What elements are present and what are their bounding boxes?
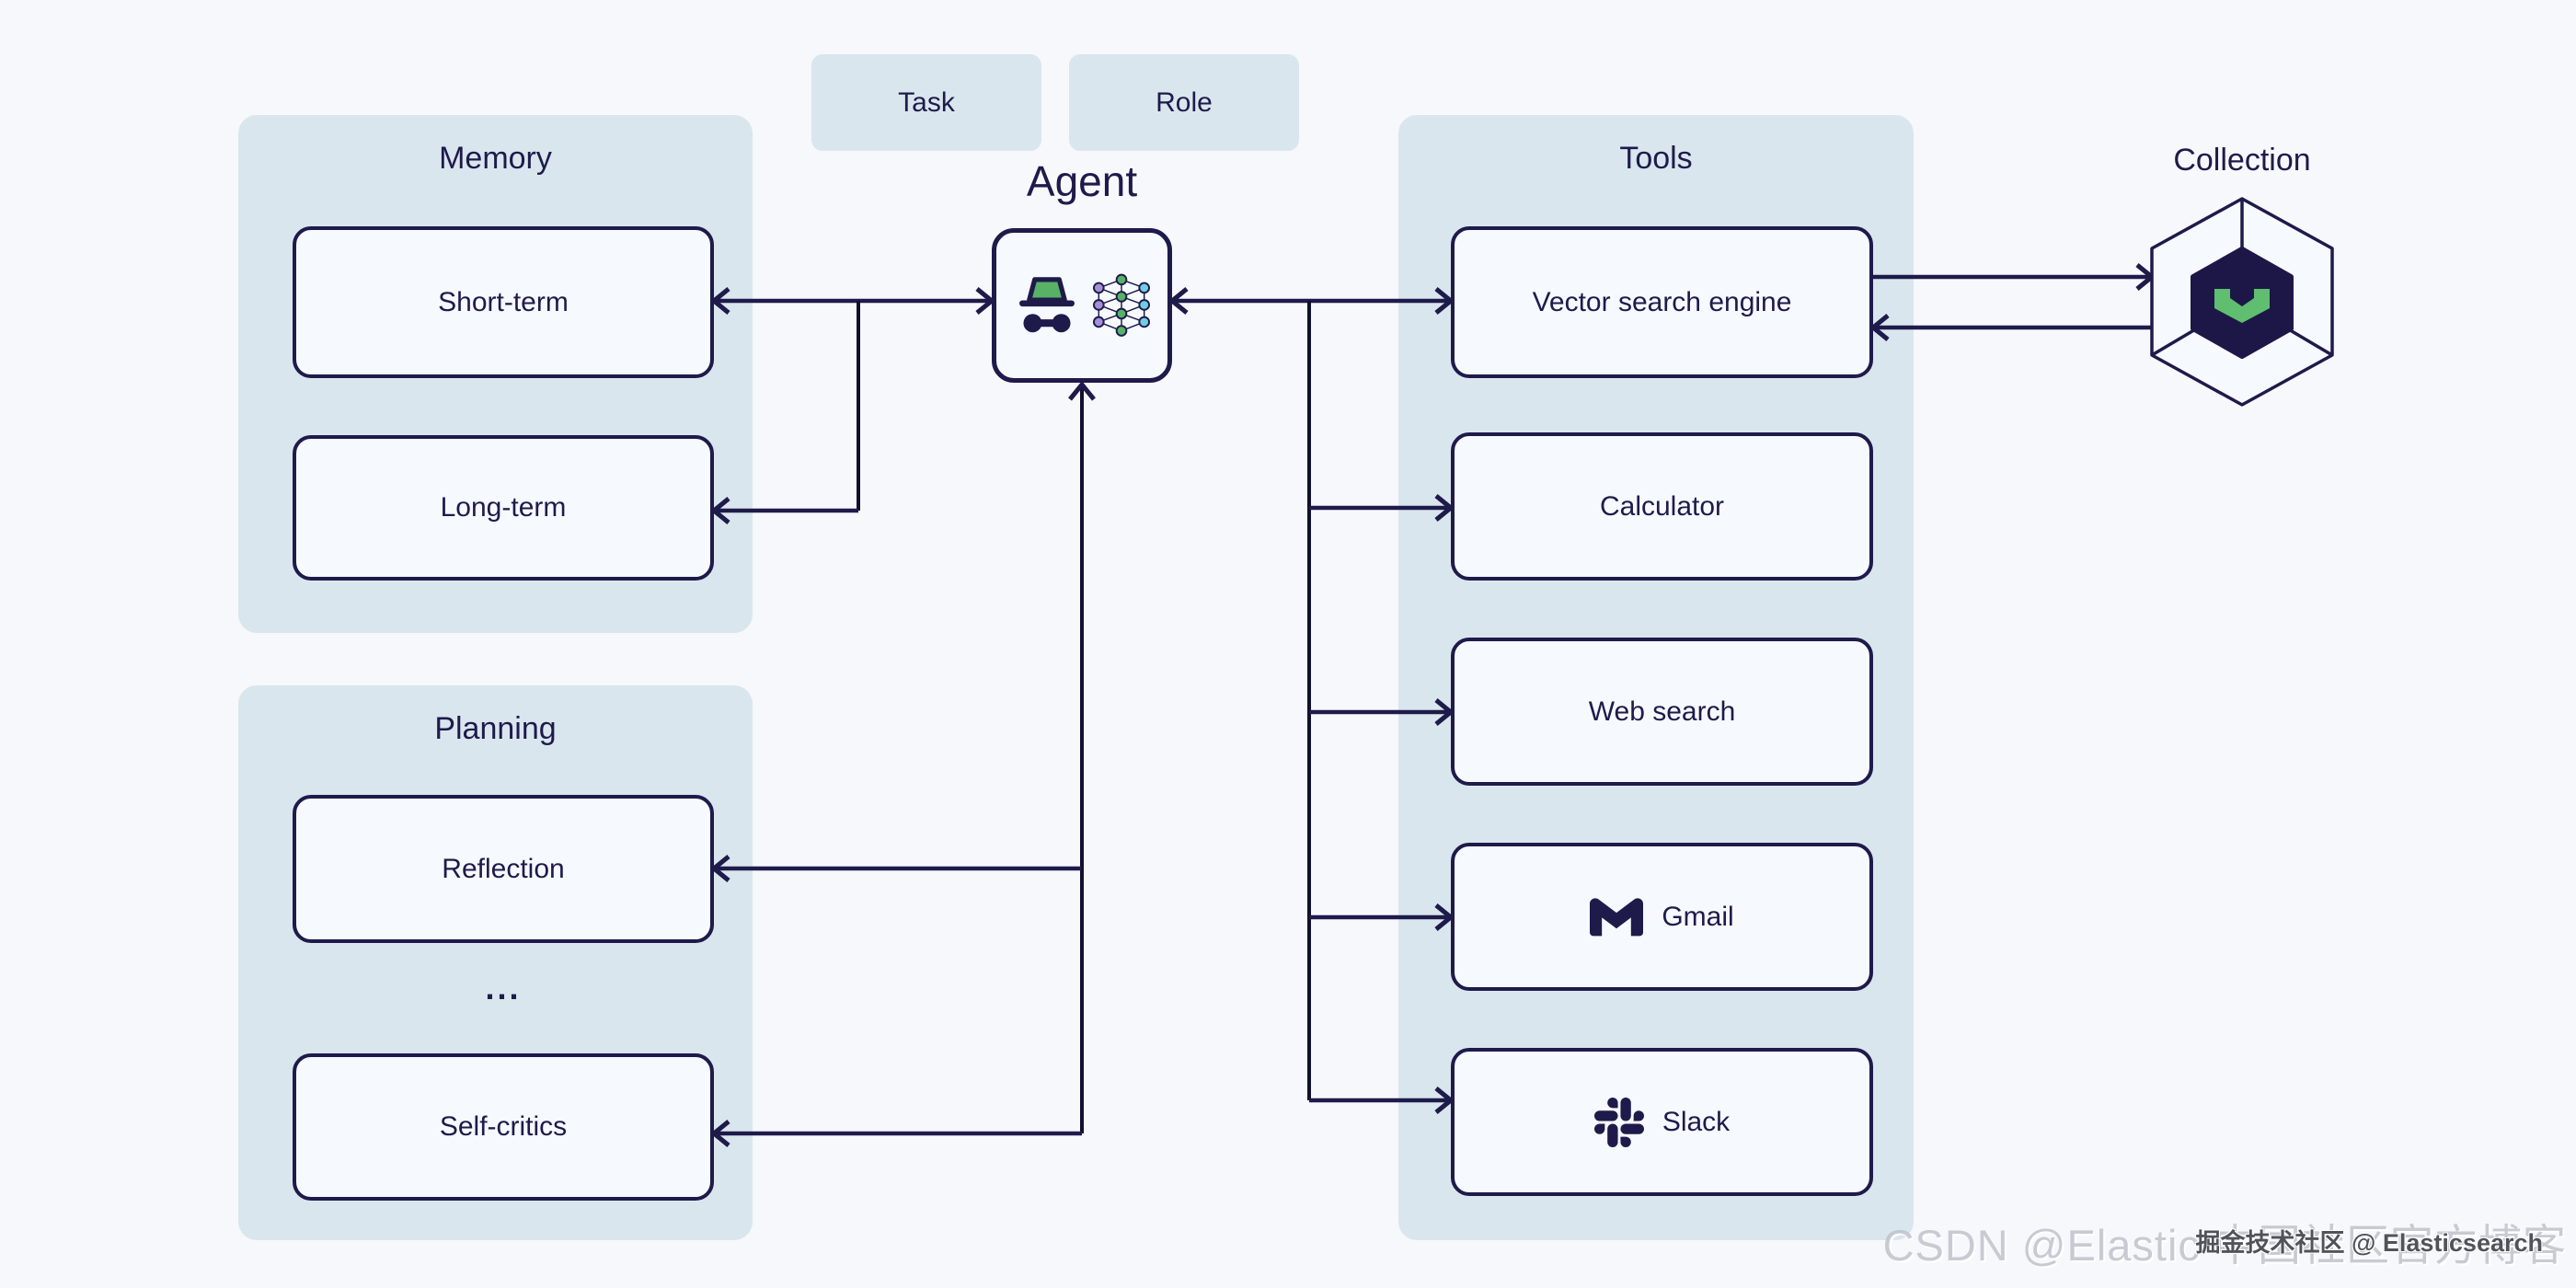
agent-node [992,228,1172,383]
memory-node-short-term: Short-term [293,226,714,378]
planning-node-reflection: Reflection [293,795,714,943]
gmail-label: Gmail [1662,901,1734,932]
planning-node-self-critics: Self-critics [293,1053,714,1201]
tool-node-slack: Slack [1451,1048,1873,1196]
task-label: Task [898,86,955,118]
tool-node-vector-search-engine: Vector search engine [1451,226,1873,378]
vector-search-engine-label: Vector search engine [1532,286,1792,317]
long-term-label: Long-term [440,492,567,523]
arrowheads [710,263,2156,1147]
memory-node-long-term: Long-term [293,435,714,581]
gmail-icon [1590,897,1644,936]
collection-title: Collection [2173,143,2311,178]
tool-node-web-search: Web search [1451,638,1873,786]
weaviate-w-mark [2214,289,2270,323]
memory-panel-title: Memory [439,141,552,176]
connector-lines [714,274,2152,1136]
self-critics-label: Self-critics [439,1111,568,1142]
short-term-label: Short-term [438,286,569,317]
planning-panel-title: Planning [434,711,557,746]
agent-title: Agent [1026,157,1138,205]
tools-panel-title: Tools [1619,141,1693,176]
planning-ellipsis: ... [485,969,522,1006]
weaviate-inner-hexagon [2191,247,2294,359]
tool-node-gmail: Gmail [1451,843,1873,991]
task-chip: Task [811,54,1041,151]
slack-icon [1593,1097,1644,1147]
neural-network-icon [1092,273,1151,337]
juejin-watermark: 掘金技术社区 @ Elasticsearch [2195,1229,2543,1257]
detective-agent-icon [1019,277,1075,333]
csdn-watermark: CSDN @Elastic 中国社区官方博客 [1882,1221,2567,1270]
weaviate-collection-logo [2150,197,2334,407]
web-search-label: Web search [1588,696,1736,727]
slack-label: Slack [1662,1106,1731,1137]
tool-node-calculator: Calculator [1451,432,1873,581]
role-chip: Role [1069,54,1299,151]
calculator-label: Calculator [1599,490,1725,522]
role-label: Role [1156,86,1213,118]
reflection-label: Reflection [442,853,565,884]
